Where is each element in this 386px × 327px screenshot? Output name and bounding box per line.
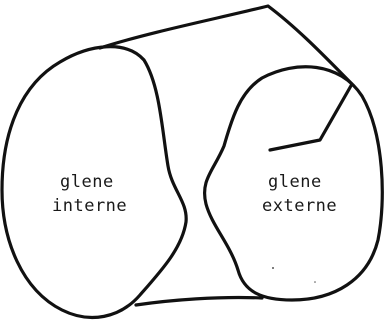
outer-contour: [100, 6, 352, 150]
speck-mark: [272, 267, 274, 269]
bottom-contour: [136, 297, 262, 305]
glene-interne-label-line1: glene: [60, 172, 114, 192]
glene-interne-label-line2: interne: [52, 196, 127, 216]
speck-mark: [314, 281, 316, 283]
glene-externe-label-line2: externe: [262, 196, 337, 216]
glene-externe-label-line1: glene: [268, 172, 322, 192]
